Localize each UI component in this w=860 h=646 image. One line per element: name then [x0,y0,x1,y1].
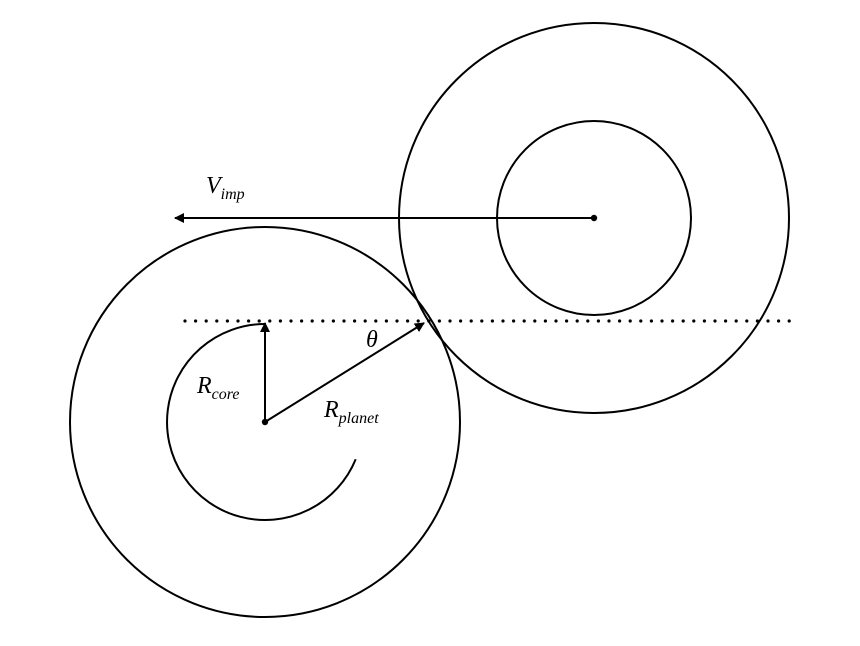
planet-radius-arrow [264,322,425,423]
r-core-label: Rcore [196,373,240,403]
v-imp-label-sub: imp [221,186,245,203]
r-core-label-main: R [196,373,212,399]
v-imp-label-main: V [206,173,223,199]
v-imp-label: Vimp [206,173,245,203]
theta-label: θ [366,327,378,353]
r-core-label-sub: core [212,386,240,403]
r-planet-label-sub: planet [338,410,380,427]
r-planet-label-main: R [323,397,339,423]
target-planet-outer-circle [69,226,461,618]
target-core-circle [166,323,357,521]
impactor-center-dot [590,214,598,222]
target-center-dot [261,418,269,426]
r-planet-label: Rplanet [323,397,379,427]
